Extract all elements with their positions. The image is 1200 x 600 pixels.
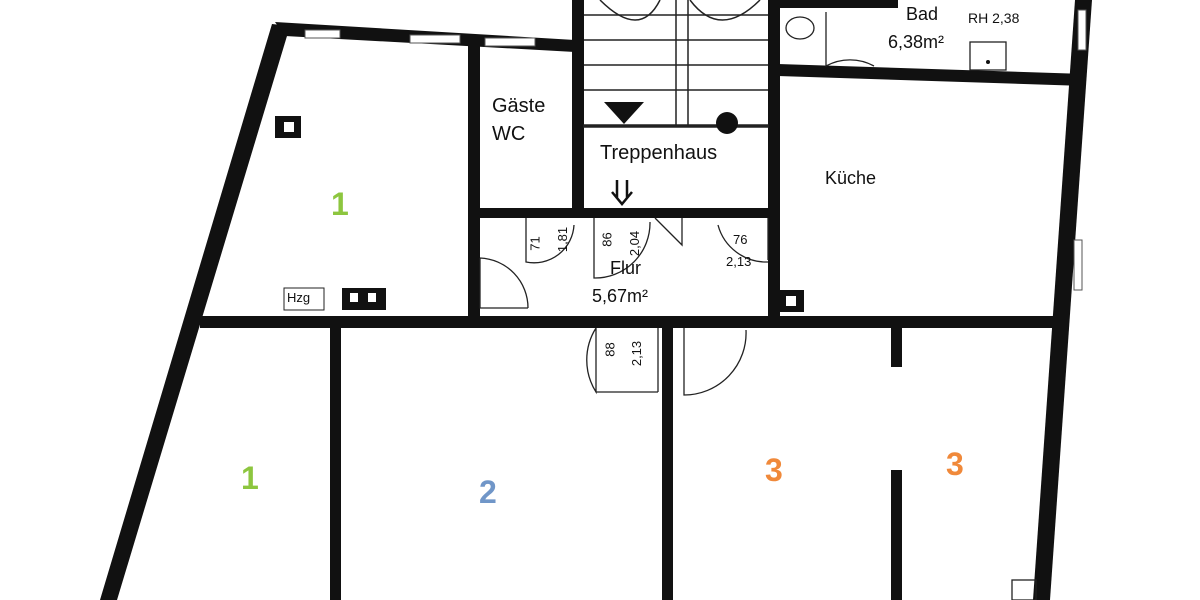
down-arrow-icon: [611, 180, 633, 206]
zone-marker: 3: [946, 446, 964, 482]
door-height: 2,04: [627, 230, 643, 257]
door-width: 88: [602, 342, 618, 357]
room-label-flur: Flur: [610, 258, 641, 278]
heating-label: Hzg: [287, 290, 311, 305]
room-area-bad: 6,38m²: [888, 32, 945, 52]
room-height-bad: RH 2,38: [968, 10, 1020, 26]
door-height: 2,13: [726, 254, 752, 269]
main-wall: [200, 316, 1060, 328]
stair-arrow-icon: [604, 102, 644, 124]
kitchen-wall: [768, 215, 780, 320]
wall-2: [330, 322, 341, 600]
door-width: 86: [599, 232, 615, 247]
corridor-wall-top: [470, 208, 780, 218]
zone-marker: 1: [331, 186, 349, 222]
room-label-treppenhaus: Treppenhaus: [600, 142, 718, 164]
outer-wall-left: [100, 24, 290, 600]
zone-marker: 3: [765, 452, 783, 488]
room-label-bad: Bad: [906, 4, 939, 24]
room-label-gaeste-wc: Gäste WC: [492, 95, 546, 145]
outer-wall-right: [1033, 0, 1092, 600]
stair-wall-left: [572, 0, 584, 215]
bath-wall: [778, 64, 1085, 86]
zone-marker: 1: [241, 460, 259, 496]
zone-marker: 2: [479, 474, 497, 510]
room-label-kueche: Küche: [825, 168, 877, 188]
wc-wall: [468, 45, 480, 320]
wall-4b: [891, 470, 902, 600]
room-area-flur: 5,67m²: [592, 286, 649, 306]
wall-4a: [891, 322, 902, 367]
door-width: 76: [733, 232, 748, 247]
wall-3: [662, 322, 673, 600]
door-width: 71: [527, 236, 543, 251]
stair-wall-right: [768, 0, 780, 215]
door-height: 1,81: [555, 226, 571, 253]
door-height: 2,13: [629, 340, 645, 367]
staircase: [583, 0, 769, 128]
stair-dot-icon: [716, 112, 738, 134]
